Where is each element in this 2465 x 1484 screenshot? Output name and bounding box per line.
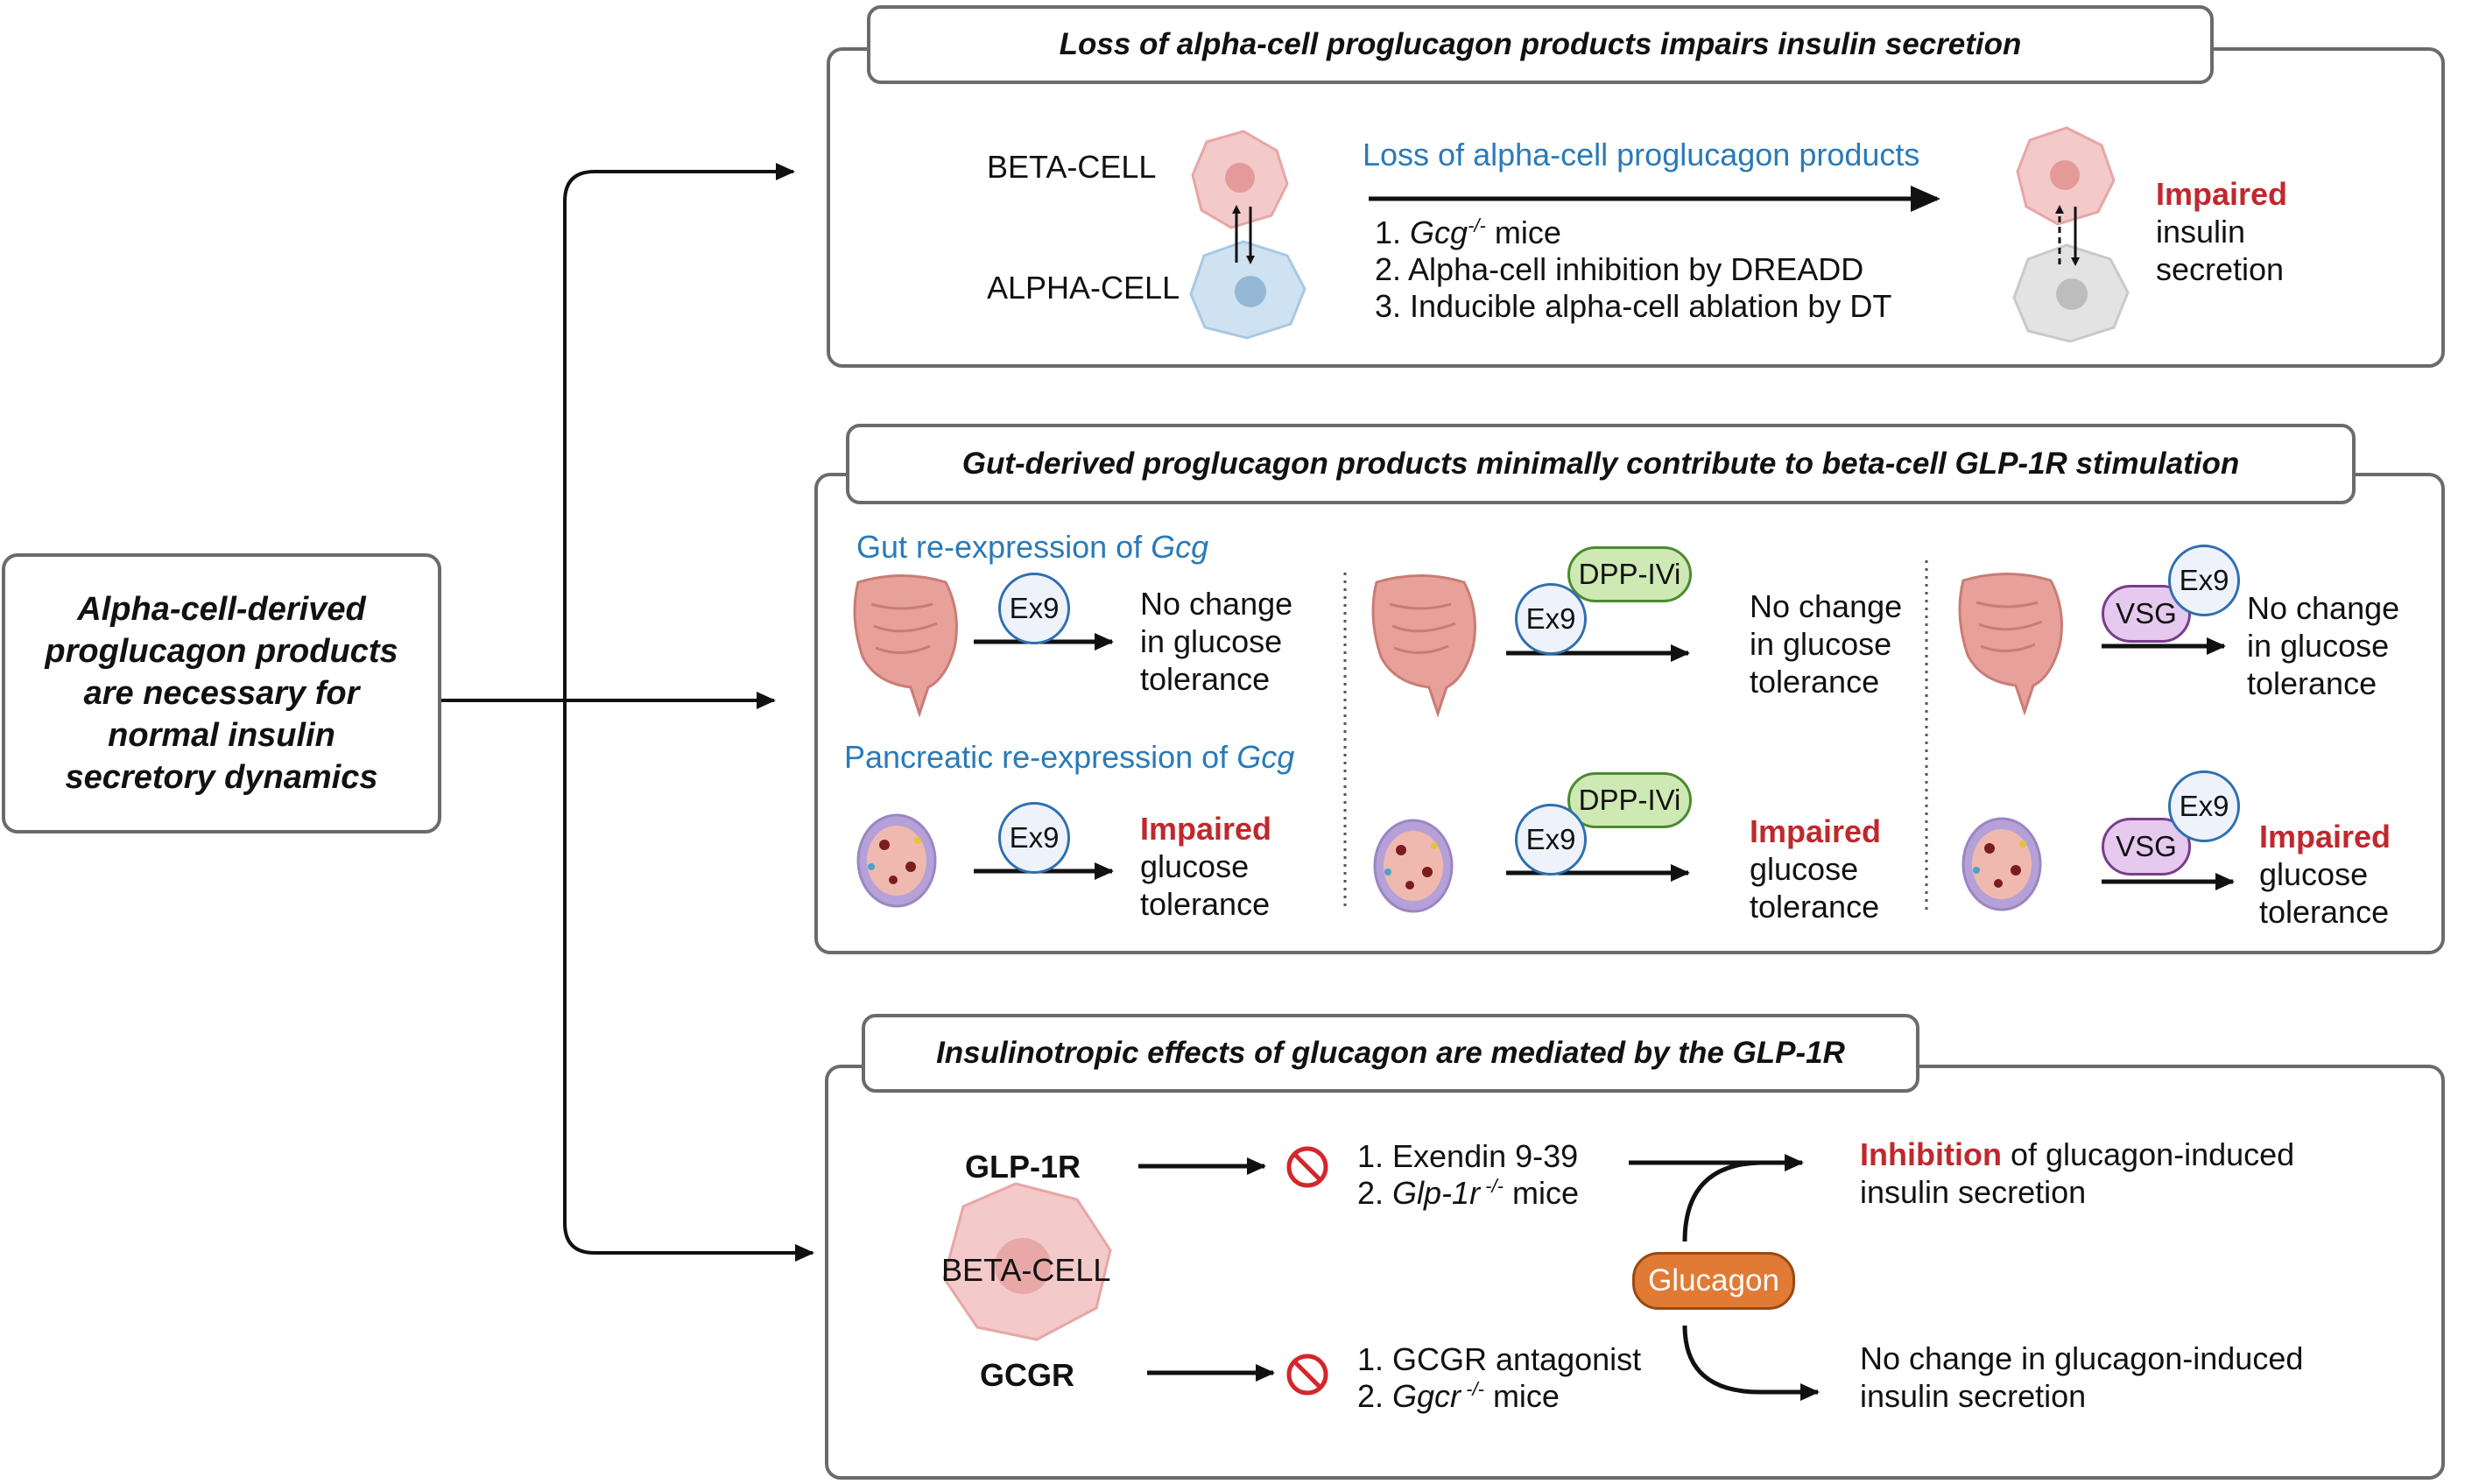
glucagon-curve-down bbox=[1682, 1325, 1820, 1401]
panel-alpha-cell-loss bbox=[827, 47, 2445, 368]
main-line-5: secretory dynamics bbox=[65, 759, 378, 796]
panel3-header: Insulinotropic effects of glucagon are m… bbox=[862, 1014, 1919, 1093]
panel3-top-item-1: 1. Exendin 9-39 bbox=[1357, 1138, 1579, 1174]
panel1-item-3: 3. Inducible alpha-cell ablation by DT bbox=[1375, 288, 1892, 324]
panel3-beta-cell-icon bbox=[942, 1182, 1112, 1341]
main-line-1: Alpha-cell-derived bbox=[77, 591, 366, 628]
panel2-header: Gut-derived proglucagon products minimal… bbox=[846, 424, 2356, 504]
panel2-gut-label: Gut re-expression of Gcg bbox=[856, 529, 1209, 565]
impaired-beta-cell-icon bbox=[2016, 126, 2116, 226]
ex9-pill-gut-1: Ex9 bbox=[998, 573, 1070, 644]
beta-cell-icon bbox=[1191, 130, 1289, 229]
ex9-pill-panc-3: Ex9 bbox=[2168, 770, 2240, 842]
panel3-top-result: Inhibition of glucagon-induced insulin s… bbox=[1860, 1136, 2295, 1210]
panel3-beta-label: BETA-CELL bbox=[941, 1252, 1111, 1288]
panel3-bottom-result: No change in glucagon-induced insulin se… bbox=[1860, 1340, 2304, 1414]
ex9-pill-panc-1: Ex9 bbox=[998, 802, 1070, 874]
arrow-to-panel1 bbox=[563, 163, 795, 700]
main-line-4: normal insulin bbox=[108, 717, 335, 754]
panel1-beta-label: BETA-CELL bbox=[987, 149, 1157, 185]
alpha-cell-icon bbox=[1189, 240, 1306, 340]
dppivi-pill-panc: DPP-IVi bbox=[1567, 772, 1692, 828]
ex9-pill-gut-3: Ex9 bbox=[2168, 545, 2240, 616]
ex9-pill-panc-2: Ex9 bbox=[1515, 804, 1587, 876]
main-line-2: proglucagon products bbox=[45, 633, 398, 670]
panel1-arrow-label: Loss of alpha-cell proglucagon products bbox=[1363, 137, 1920, 172]
vsg-pill-panc: VSG bbox=[2102, 818, 2191, 876]
panel1-item-1: 1. Gcg-/- mice bbox=[1375, 215, 1561, 250]
panel3-bot-item-1: 1. GCGR antagonist bbox=[1357, 1341, 1642, 1377]
glucagon-pill: Glucagon bbox=[1632, 1252, 1795, 1310]
ex9-pill-gut-2: Ex9 bbox=[1515, 583, 1587, 655]
panel1-alpha-label: ALPHA-CELL bbox=[987, 270, 1180, 306]
panel3-bot-item-2: 2. Ggcr -/- mice bbox=[1357, 1378, 1560, 1414]
prohibit-icon-bottom bbox=[1286, 1354, 1328, 1396]
ablated-alpha-cell-icon bbox=[2012, 243, 2130, 343]
arrow-to-panel3 bbox=[563, 700, 814, 1262]
panel3-top-item-2: 2. Glp-1r -/- mice bbox=[1357, 1175, 1579, 1211]
panel1-item-2: 2. Alpha-cell inhibition by DREADD bbox=[1375, 251, 1864, 287]
glp1r-label: GLP-1R bbox=[965, 1149, 1081, 1185]
main-hypothesis-box: Alpha-cell-derived proglucagon products … bbox=[2, 553, 441, 833]
glucagon-curve-up bbox=[1682, 1160, 1761, 1242]
panel1-result-line3: secretion bbox=[2156, 251, 2285, 287]
tree-connectors bbox=[441, 163, 814, 1262]
prohibit-icon-top bbox=[1286, 1146, 1328, 1188]
gut-icon bbox=[853, 574, 958, 718]
panel1-header: Loss of alpha-cell proglucagon products … bbox=[867, 5, 2214, 84]
panel1-result-line2: insulin bbox=[2156, 214, 2246, 250]
panel1-result-impaired: Impaired bbox=[2156, 176, 2288, 212]
pancreas-islet-icon bbox=[856, 813, 937, 908]
main-line-3: are necessary for bbox=[83, 675, 360, 712]
gcgr-label: GCGR bbox=[980, 1357, 1074, 1393]
panel2-panc-label: Pancreatic re-expression of Gcg bbox=[844, 739, 1295, 775]
panel1-result: Impaired insulin secretion bbox=[2156, 175, 2287, 288]
dppivi-pill-gut: DPP-IVi bbox=[1567, 546, 1692, 602]
